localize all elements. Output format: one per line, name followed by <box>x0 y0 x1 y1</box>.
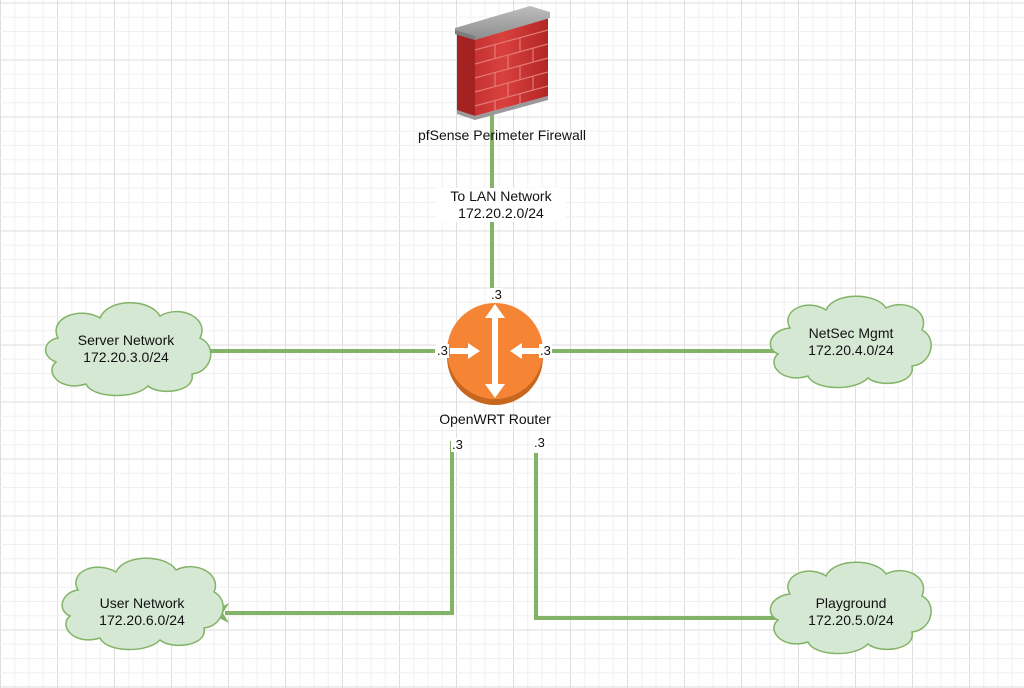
user-network-label: User Network 172.20.6.0/24 <box>72 595 212 629</box>
firewall-label: pfSense Perimeter Firewall <box>417 127 587 143</box>
server-network-label: Server Network 172.20.3.0/24 <box>56 332 196 366</box>
port-label-left: .3 <box>436 343 449 358</box>
netsec-mgmt-subnet: 172.20.4.0/24 <box>808 342 894 358</box>
netsec-mgmt-label: NetSec Mgmt 172.20.4.0/24 <box>786 325 916 359</box>
cloud-user-network[interactable] <box>61 557 224 651</box>
user-network-subnet: 172.20.6.0/24 <box>99 612 185 628</box>
router-icon[interactable] <box>447 303 543 405</box>
playground-name: Playground <box>815 595 887 611</box>
lan-edge-subnet: 172.20.2.0/24 <box>458 205 544 221</box>
connector-router-playground[interactable] <box>534 453 796 628</box>
cloud-playground[interactable] <box>769 561 932 655</box>
lan-edge-label: To LAN Network 172.20.2.0/24 <box>436 188 566 222</box>
firewall-icon[interactable] <box>455 6 550 120</box>
server-network-name: Server Network <box>77 332 175 348</box>
lan-edge-name: To LAN Network <box>450 188 552 204</box>
port-label-right: .3 <box>539 343 552 358</box>
netsec-mgmt-name: NetSec Mgmt <box>808 325 894 341</box>
port-label-top: .3 <box>490 287 503 302</box>
connectors <box>184 113 796 628</box>
port-label-bottom-right: .3 <box>533 435 546 450</box>
cloud-server-network[interactable] <box>45 302 212 397</box>
server-network-subnet: 172.20.3.0/24 <box>83 349 169 365</box>
connector-router-user-network[interactable] <box>209 441 454 623</box>
cloud-netsec-mgmt[interactable] <box>769 295 932 389</box>
playground-subnet: 172.20.5.0/24 <box>808 612 894 628</box>
port-label-bottom-left: .3 <box>451 437 464 452</box>
user-network-name: User Network <box>99 595 185 611</box>
playground-label: Playground 172.20.5.0/24 <box>786 595 916 629</box>
router-label: OpenWRT Router <box>439 411 551 427</box>
